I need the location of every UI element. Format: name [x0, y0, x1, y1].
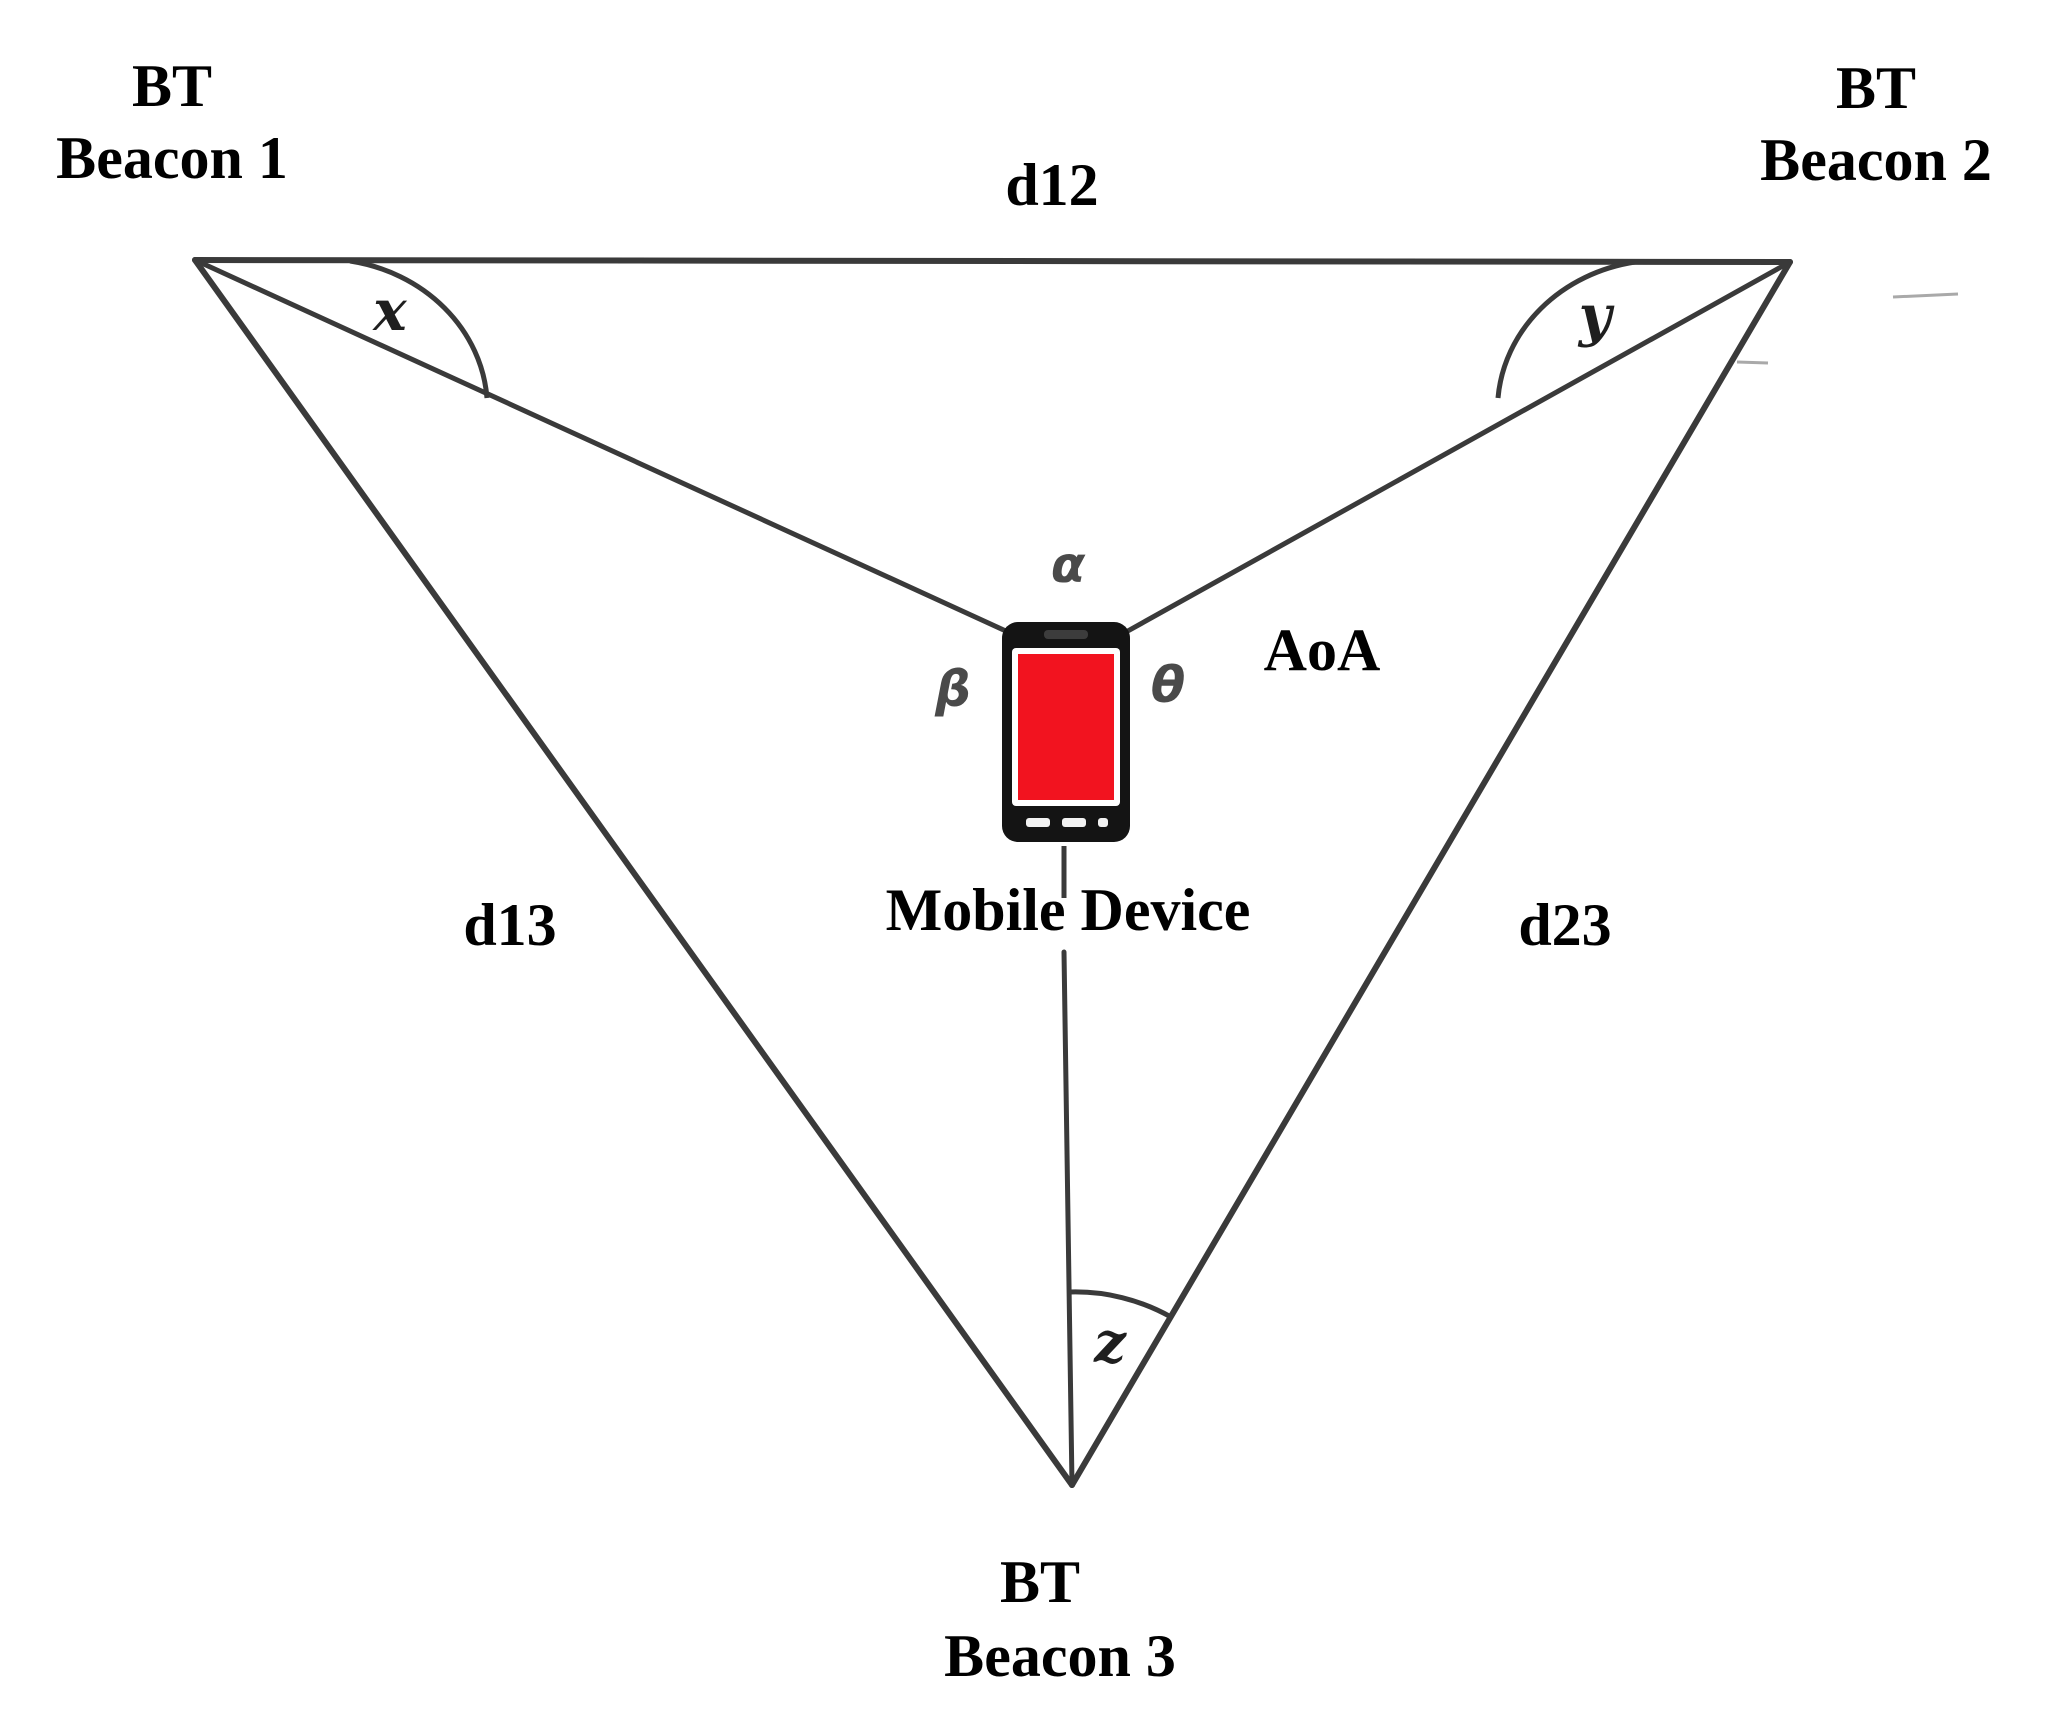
edge-d12-beacon1-beacon2 [192, 257, 1793, 265]
edge-d23-beacon2-beacon3 [1069, 259, 1793, 1488]
edge-d13-beacon1-beacon3 [192, 257, 1075, 1488]
mobile-device-icon [1002, 622, 1130, 842]
phone-button-center-icon [1062, 818, 1086, 827]
artifact-mark-bottom [1736, 360, 1769, 365]
angle-label-x: x [372, 278, 407, 344]
distance-label-d23: d23 [1518, 892, 1611, 958]
beacon2-label-line2: Beacon 2 [1760, 127, 1992, 193]
artifact-mark-top [1892, 292, 1959, 299]
phone-button-left-icon [1026, 818, 1050, 827]
beacon1-label-line1: BT [132, 53, 212, 119]
line-beacon2-to-device [1123, 259, 1793, 635]
phone-speaker-icon [1044, 630, 1088, 639]
beacon3-label-line2: Beacon 3 [944, 1623, 1176, 1689]
distance-label-d12: d12 [1005, 152, 1098, 218]
angle-arc-x [349, 258, 490, 399]
mobile-device-label: Mobile Device [886, 877, 1251, 943]
beacon1-label-line2: Beacon 1 [56, 125, 288, 191]
angle-label-z: z [1093, 1310, 1127, 1376]
angle-label-alpha: α [1051, 536, 1086, 594]
phone-screen [1018, 654, 1114, 800]
distance-label-d13: d13 [463, 892, 556, 958]
line-beacon1-to-device [192, 257, 1011, 635]
angle-label-beta: β [934, 660, 971, 718]
line-device-to-beacon3 [1061, 949, 1075, 1488]
beacon3-label-line1: BT [1000, 1549, 1080, 1615]
angle-label-y: y [1577, 283, 1615, 349]
beacon2-label-line1: BT [1836, 55, 1916, 121]
angle-arc-z [1069, 1289, 1173, 1320]
phone-button-right-icon [1098, 818, 1108, 827]
aoa-label: AoA [1264, 617, 1381, 683]
angle-arc-y [1495, 259, 1636, 399]
angle-label-theta: θ [1151, 656, 1185, 714]
